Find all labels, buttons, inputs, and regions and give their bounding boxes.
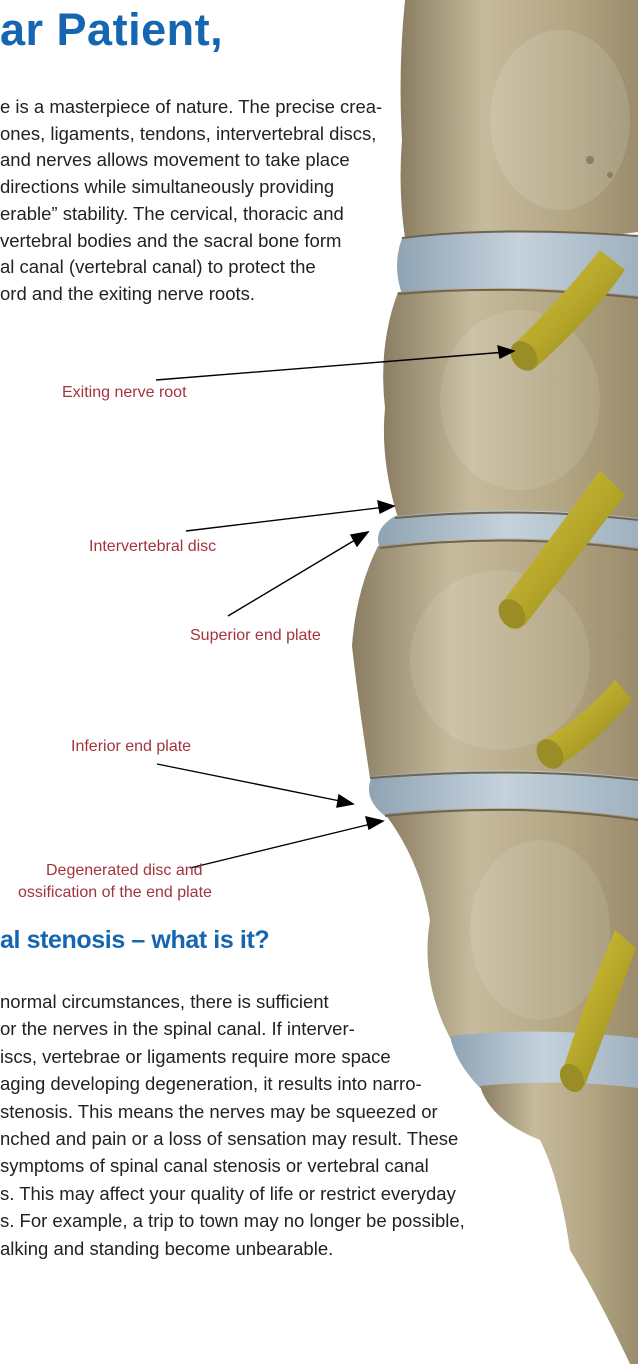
body-line: iscs, vertebrae or ligaments require mor…	[0, 1043, 465, 1070]
label-inferior-end-plate: Inferior end plate	[71, 737, 191, 757]
intro-line: ones, ligaments, tendons, intervertebral…	[0, 121, 382, 148]
body-line: symptoms of spinal canal stenosis or ver…	[0, 1152, 465, 1179]
body-line: aging developing degeneration, it result…	[0, 1070, 465, 1097]
label-exiting-nerve-root: Exiting nerve root	[62, 383, 187, 403]
body-line: s. For example, a trip to town may no lo…	[0, 1207, 465, 1234]
disc-4	[450, 1031, 638, 1090]
intro-line: and nerves allows movement to take place	[0, 147, 382, 174]
intro-line: vertebral bodies and the sacral bone for…	[0, 228, 382, 255]
body-line: stenosis. This means the nerves may be s…	[0, 1098, 465, 1125]
body-line: or the nerves in the spinal canal. If in…	[0, 1015, 465, 1042]
body-line: nched and pain or a loss of sensation ma…	[0, 1125, 465, 1152]
label-ossification-end-plate: ossification of the end plate	[18, 883, 212, 903]
intro-line: ord and the exiting nerve roots.	[0, 281, 382, 308]
intro-line: erable” stability. The cervical, thoraci…	[0, 201, 382, 228]
page-title: ar Patient,	[0, 4, 223, 56]
sacrum	[480, 1082, 638, 1364]
section-heading: al stenosis – what is it?	[0, 926, 269, 955]
body-line: normal circumstances, there is sufficien…	[0, 988, 465, 1015]
intro-line: e is a masterpiece of nature. The precis…	[0, 94, 382, 121]
intro-paragraph: e is a masterpiece of nature. The precis…	[0, 94, 382, 308]
label-intervertebral-disc: Intervertebral disc	[89, 537, 216, 557]
intro-line: al canal (vertebral canal) to protect th…	[0, 254, 382, 281]
label-superior-end-plate: Superior end plate	[190, 626, 321, 646]
intro-line: directions while simultaneously providin…	[0, 174, 382, 201]
body-paragraph: normal circumstances, there is sufficien…	[0, 988, 465, 1262]
label-degenerated-disc: Degenerated disc and	[46, 861, 203, 881]
body-line: s. This may affect your quality of life …	[0, 1180, 465, 1207]
body-line: alking and standing become unbearable.	[0, 1235, 465, 1262]
